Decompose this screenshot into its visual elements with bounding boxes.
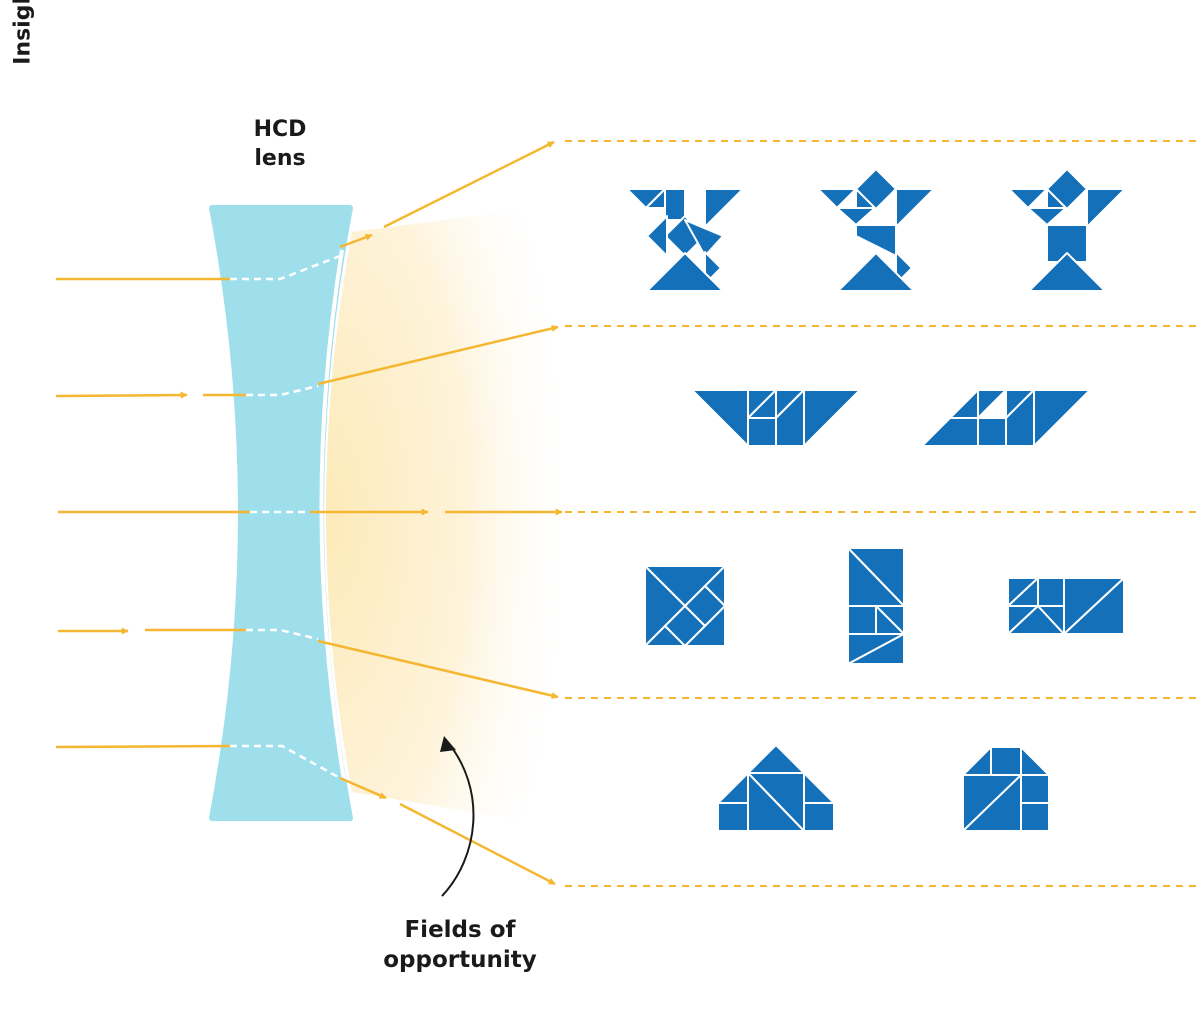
tangram-square-icon <box>644 565 726 647</box>
fields-label-line2: opportunity <box>383 946 537 973</box>
hcd-lens-title-line2: lens <box>254 145 306 171</box>
insight-ray-4-out <box>317 639 559 699</box>
tangram-rectangle-2-icon <box>1007 577 1125 635</box>
tangram-rectangle-1-icon <box>847 547 905 665</box>
fields-of-opportunity-glow <box>326 210 580 820</box>
insight-ray-5-out-b <box>399 802 556 886</box>
tangram-boat-1-icon <box>691 389 861 447</box>
insight-ray-2-out <box>317 325 559 386</box>
insight-ray-4-lens <box>246 628 319 641</box>
tangram-figure-3-icon <box>1008 168 1126 292</box>
insight-ray-2-in-a <box>55 391 188 399</box>
insight-ray-2-lens <box>246 384 319 397</box>
tangram-figure-1-icon <box>626 188 744 292</box>
insights-label-text: Insights <box>10 0 36 65</box>
hcd-lens-title-line1: HCD <box>253 117 307 142</box>
insight-ray-1-lens <box>230 254 341 281</box>
field-dividers <box>565 140 1200 887</box>
hcd-lens-title: HCD lens <box>215 116 345 173</box>
fields-annotation-arrow <box>440 736 475 897</box>
insight-ray-5-in <box>55 744 231 749</box>
fields-of-opportunity-label: Fields of opportunity <box>360 916 560 976</box>
tangram-house-1-icon <box>717 744 835 832</box>
tangram-figure-2-icon <box>817 168 935 292</box>
insight-ray-5-lens <box>230 744 341 780</box>
lens-edge-highlight <box>319 249 346 781</box>
tangram-boat-2-icon <box>921 389 1091 447</box>
tangram-house-2-icon <box>962 746 1050 832</box>
fields-label-line1: Fields of <box>404 917 516 943</box>
insight-rays <box>55 140 563 886</box>
insight-ray-5-out-a <box>339 776 387 800</box>
insight-ray-1-out-a <box>339 233 373 249</box>
insight-ray-1-out-b <box>383 140 555 229</box>
